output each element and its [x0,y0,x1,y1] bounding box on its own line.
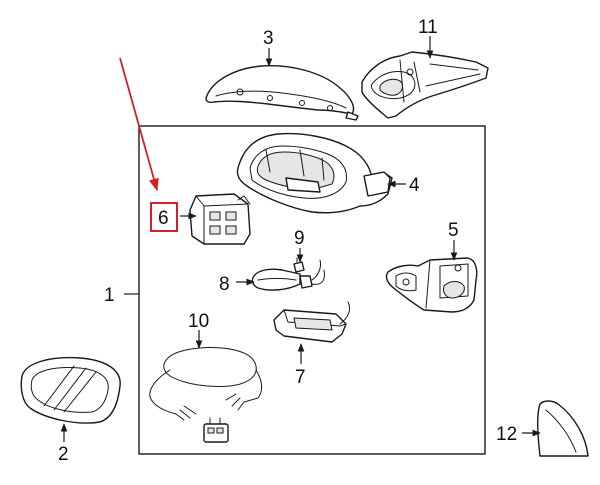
part-10-wire-harness [149,347,263,443]
callout-10: 10 [188,311,209,332]
callout-2: 2 [58,444,69,465]
callout-7: 7 [295,367,306,388]
callout-9: 9 [294,228,305,249]
callout-3: 3 [263,28,274,49]
part-4-mirror-housing [236,132,393,214]
part-2-mirror-glass [20,356,121,424]
part-11-mirror-bracket [361,51,489,119]
part-6-mirror-motor [189,193,251,245]
part-5-actuator [385,257,478,313]
assembly-frame [138,125,486,455]
callout-8: 8 [219,274,230,295]
part-12-signal-lens [537,400,589,457]
callout-11: 11 [418,17,438,38]
highlight-pointer-arrow [119,57,159,192]
part-3-mirror-cap [205,64,359,121]
callout-12: 12 [496,424,517,445]
part-9-bulb [293,257,305,273]
part-7-glass-base [273,301,351,343]
leader-lines [60,36,541,442]
part-8-lamp [251,259,325,291]
callout-6-highlight-box [150,202,178,232]
callout-1: 1 [104,285,115,306]
callout-4: 4 [409,175,420,196]
callout-6: 6 [158,208,169,229]
callout-5: 5 [448,220,459,241]
